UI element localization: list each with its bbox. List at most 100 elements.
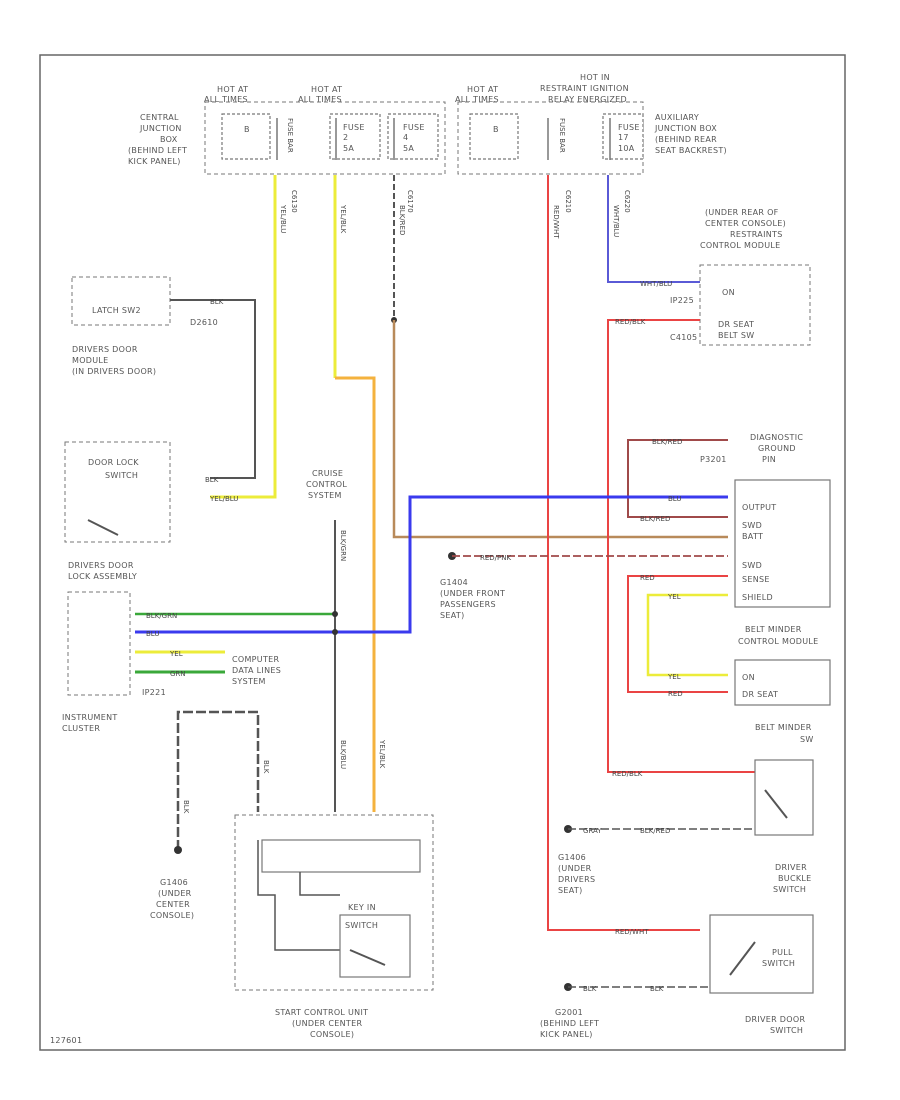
g-driver-seat-1: G1406 — [558, 853, 586, 862]
door-module-3: (IN DRIVERS DOOR) — [72, 367, 156, 376]
wire-label-blu-1: BLU — [668, 495, 681, 503]
fuse-4-amp: 5A — [403, 144, 414, 153]
wire-label-yel-blu-1: YEL/BLU — [279, 204, 287, 233]
bmcm-dr-seat: DR SEAT — [742, 690, 778, 699]
cruise-1: CRUISE — [312, 469, 343, 478]
aux-jb-line2: JUNCTION BOX — [654, 124, 717, 133]
wire-label-blk-latch: BLK — [210, 298, 224, 306]
door-module-1: DRIVERS DOOR — [72, 345, 138, 354]
wire-label-red-wht-2: RED/WHT — [615, 928, 649, 936]
bms-title1: BELT MINDER — [755, 723, 812, 732]
start-control-1: START CONTROL UNIT — [275, 1008, 368, 1017]
hot-label-4b: RESTRAINT IGNITION — [540, 84, 629, 93]
pull-switch-box — [709, 914, 814, 994]
diagram-frame — [39, 54, 846, 1051]
bmcm-title1: BELT MINDER — [745, 625, 802, 634]
conn-c6210: C6210 — [564, 190, 572, 213]
wire-label-wht-blu-h: WHT/BLU — [640, 280, 672, 288]
wire-black-center-ground — [176, 710, 260, 850]
start-control-2: (UNDER CENTER — [292, 1019, 362, 1028]
computer-data-1: COMPUTER — [232, 655, 280, 664]
diag-line1: DIAGNOSTIC — [750, 433, 803, 442]
wire-label-blu-2: BLU — [146, 630, 159, 638]
wire-label-red-blk-2: RED/BLK — [612, 770, 643, 778]
wire-brown-batt — [392, 320, 728, 539]
fuse-2-box — [329, 113, 381, 160]
conn-c6130: C6130 — [290, 190, 298, 213]
central-jb-line5: KICK PANEL) — [128, 157, 181, 166]
wire-label-blk-blu-v: BLK/BLU — [339, 740, 347, 769]
bm-output: OUTPUT — [742, 503, 776, 512]
central-jb-line1: CENTRAL — [140, 113, 179, 122]
wire-label-blk-red-1: BLK/RED — [398, 205, 406, 235]
g-center-2: (UNDER — [158, 889, 192, 898]
driver-buckle-1: DRIVER — [775, 863, 807, 872]
conn-ip221: IP221 — [142, 688, 166, 697]
key-in-switch-box — [339, 914, 411, 978]
cruise-2: CONTROL — [306, 480, 347, 489]
fuse-4-box — [387, 113, 439, 160]
hot-label-1b: ALL TIMES — [204, 95, 248, 104]
driver-door-sw-2: SWITCH — [770, 1026, 803, 1035]
wire-label-blk-grn: BLK/GRN — [146, 612, 177, 620]
g-center-3: CENTER — [156, 900, 190, 909]
rcm-pin-belt-sw: BELT SW — [718, 331, 754, 340]
wire-purple-restraint — [607, 175, 700, 283]
door-lock-switch-box — [64, 441, 171, 543]
rcm-pin-on: ON — [722, 288, 735, 297]
pull-switch-1: PULL — [772, 948, 793, 957]
wire-label-blk-center: BLK — [262, 760, 270, 774]
g-front-pass-2: (UNDER FRONT — [440, 589, 505, 598]
fuse-17-num: 17 — [618, 133, 629, 142]
hot-label-1a: HOT AT — [217, 85, 248, 94]
splice-cruise-1 — [332, 611, 338, 617]
hot-label-4a: HOT IN — [580, 73, 610, 82]
start-control-inner — [261, 839, 421, 873]
wire-label-blk-kick-1: BLK — [583, 985, 597, 993]
aux-jb-line1: AUXILIARY — [655, 113, 699, 122]
g-front-pass-1: G1404 — [440, 578, 468, 587]
conn-c6220: C6220 — [623, 190, 631, 213]
wire-yellow-door-switch — [210, 175, 277, 499]
g-kick-3: KICK PANEL) — [540, 1030, 593, 1039]
fuse-4-num: 4 — [403, 133, 408, 142]
door-lock-sw-2: SWITCH — [105, 471, 138, 480]
wire-internal-start-2 — [299, 872, 340, 896]
g-front-pass-4: SEAT) — [440, 611, 465, 620]
fuse-2-name: FUSE — [343, 123, 365, 132]
fuse-17-amp: 10A — [618, 144, 635, 153]
wire-label-blk-center-2: BLK — [182, 800, 190, 814]
bus-b-label-2: B — [493, 125, 499, 134]
wire-label-yel-blu-2: YEL/BLU — [209, 495, 238, 503]
door-lock-sw-1: DOOR LOCK — [88, 458, 139, 467]
hot-label-4c: RELAY ENERGIZED — [548, 95, 627, 104]
ground-g1406-center-dot — [174, 846, 182, 854]
bms-title2: SW — [800, 735, 814, 744]
wire-label-red-pnk: RED/PNK — [480, 554, 511, 562]
wire-red-restraint-belt — [607, 319, 755, 773]
central-jb-line3: BOX — [160, 135, 178, 144]
wire-label-red-2: RED — [668, 690, 683, 698]
key-in-switch-arm — [349, 949, 386, 966]
pull-switch-arm — [729, 941, 756, 976]
rcm-line4: CONTROL MODULE — [700, 241, 781, 250]
hot-label-2b: ALL TIMES — [298, 95, 342, 104]
wire-black-latch — [170, 299, 256, 479]
splice-cruise-2 — [332, 629, 338, 635]
rcm-line1: (UNDER REAR OF — [705, 208, 779, 217]
g-kick-2: (BEHIND LEFT — [540, 1019, 599, 1028]
wire-red-sense — [627, 575, 728, 693]
belt-minder-output-box — [734, 479, 831, 608]
pull-switch-2: SWITCH — [762, 959, 795, 968]
bmcm-title2: CONTROL MODULE — [738, 637, 819, 646]
computer-data-3: SYSTEM — [232, 677, 266, 686]
conn-d2610: D2610 — [190, 318, 218, 327]
wire-yellow-swd — [646, 593, 728, 677]
bm-batt: BATT — [742, 532, 763, 541]
wire-label-blk-grn-v: BLK/GRN — [339, 530, 347, 561]
driver-door-sw-1: DRIVER DOOR — [745, 1015, 805, 1024]
wire-internal-start — [257, 840, 340, 951]
bm-swd2: SWD — [742, 561, 762, 570]
latch-sw2-box — [71, 276, 171, 326]
